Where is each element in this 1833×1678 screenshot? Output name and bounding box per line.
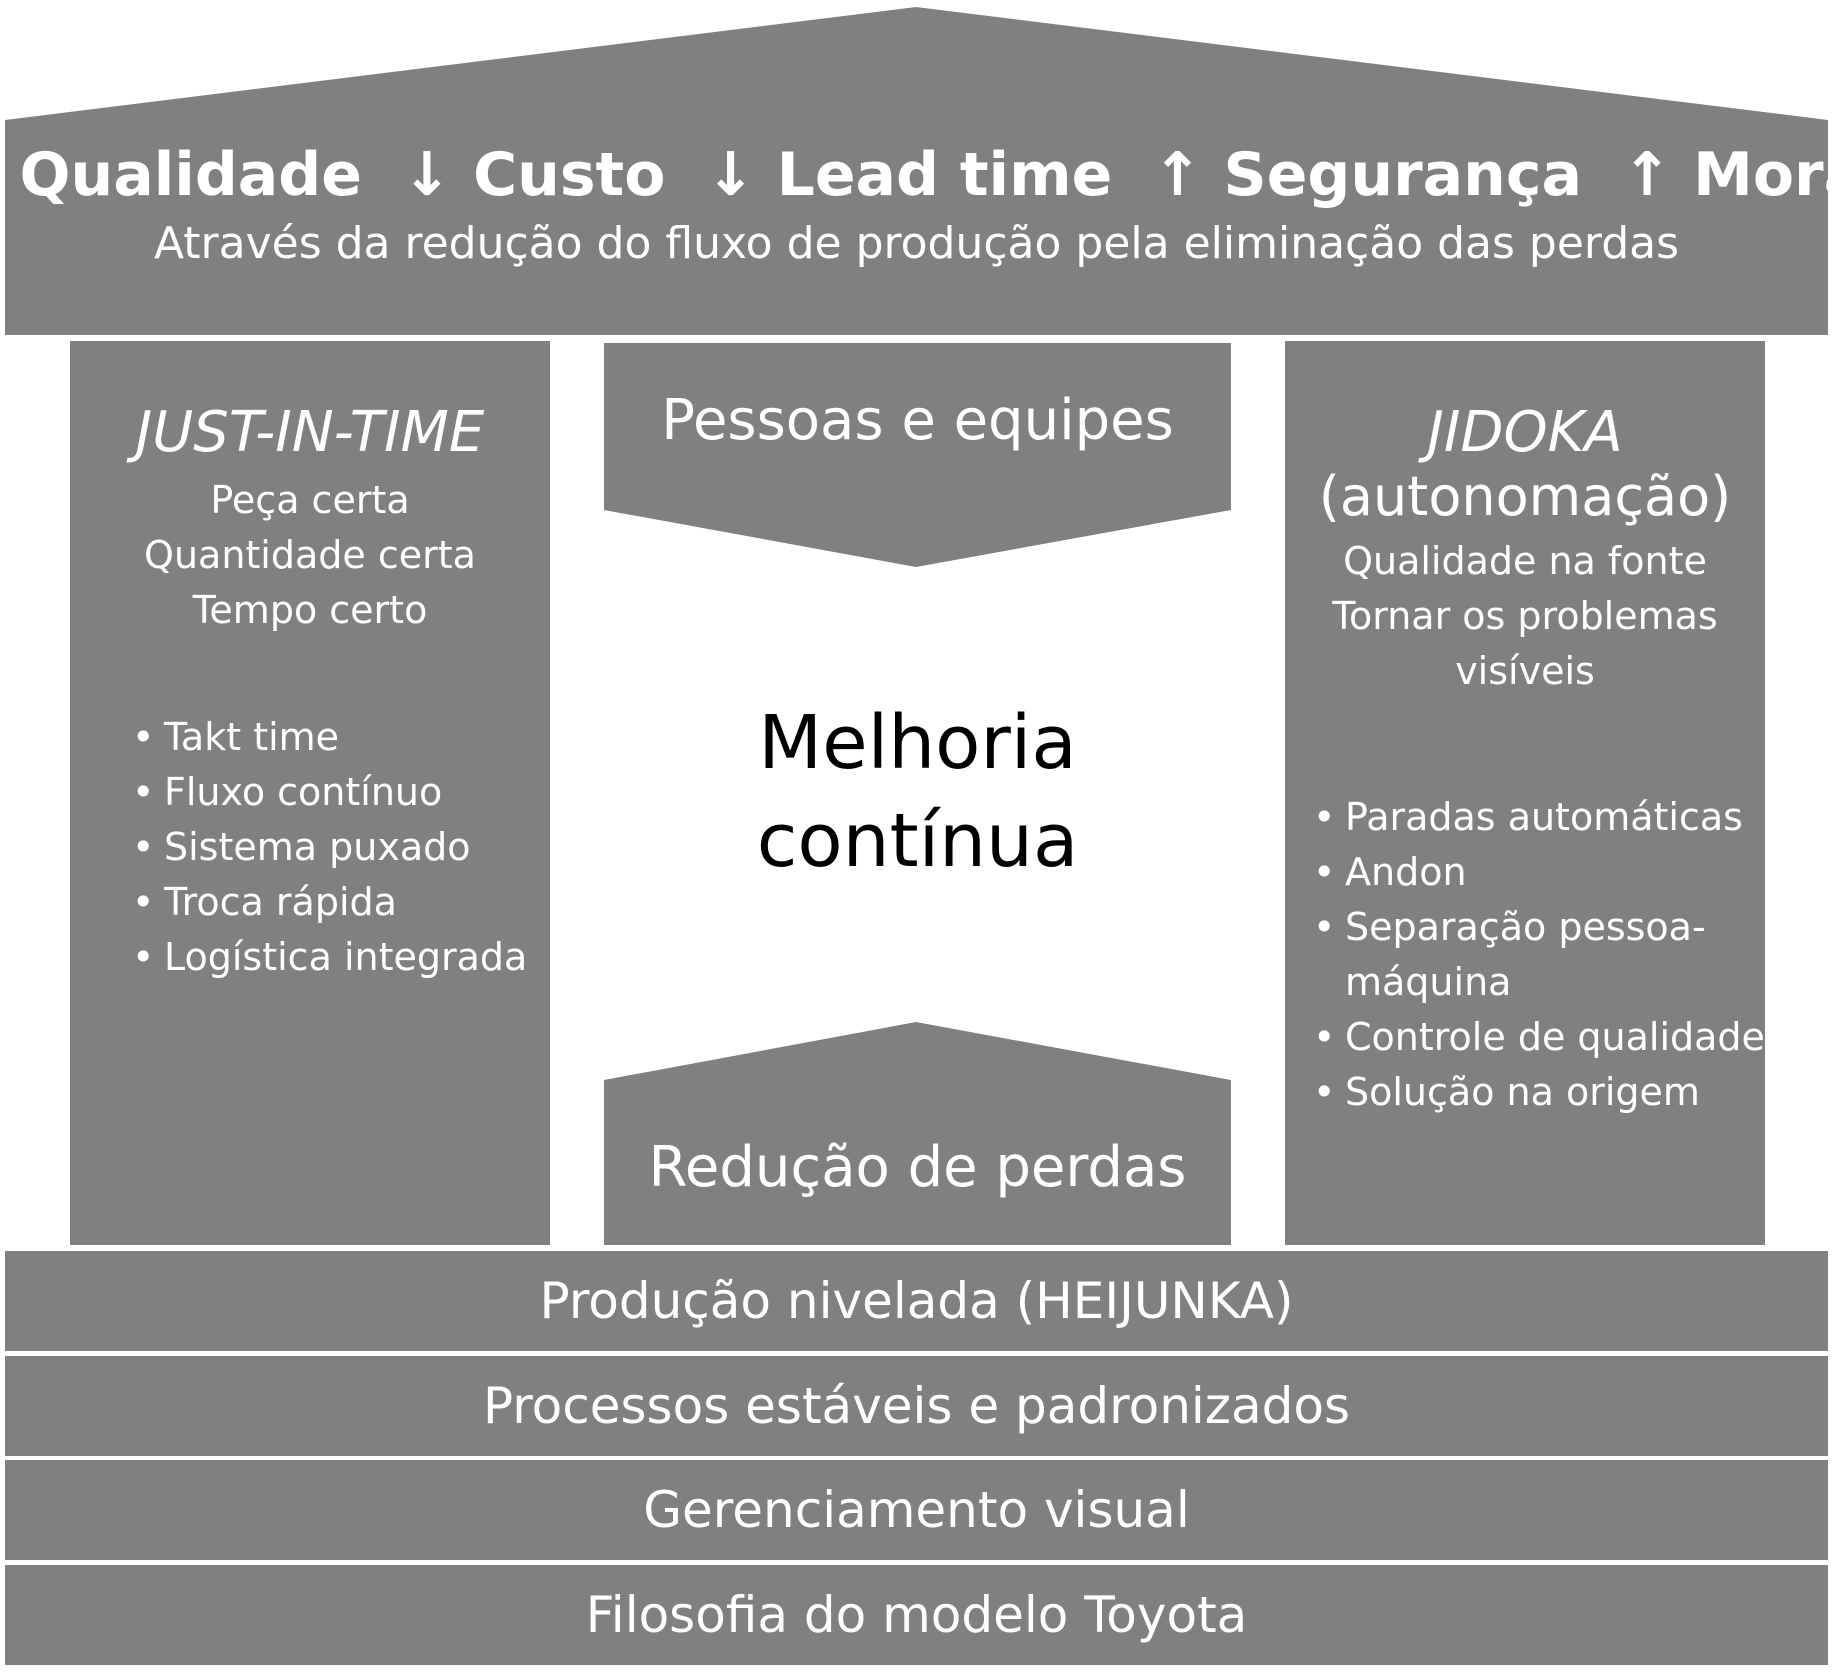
list-item: Separação pessoa- xyxy=(1313,900,1765,955)
roof-subtitle: Através da redução do fluxo de produção … xyxy=(153,218,1680,269)
list-item: Takt time xyxy=(132,710,527,765)
roof-goals: ↑ Qualidade ↓ Custo ↓ Lead time ↑ Segura… xyxy=(0,135,1833,215)
bottom-arrow-label: Redução de perdas xyxy=(648,1135,1187,1200)
left-pillar-line: Tempo certo xyxy=(192,588,428,632)
core-label-line: Melhoria xyxy=(758,700,1077,786)
foundation-block-2 xyxy=(5,1356,1828,1456)
roof-block xyxy=(5,7,1828,335)
foundation-visual-management: Gerenciamento visual xyxy=(643,1481,1190,1539)
right-pillar: JIDOKA (autonomação) Qualidade na fonte … xyxy=(1285,400,1765,699)
goal-cost: ↓ Custo xyxy=(401,140,666,210)
left-pillar-line: Quantidade certa xyxy=(144,533,476,577)
right-pillar-subtitle: (autonomação) xyxy=(1318,465,1732,528)
foundation-block-3 xyxy=(5,1460,1828,1560)
foundation-stable-processes: Processos estáveis e padronizados xyxy=(482,1377,1351,1435)
goal-quality: ↑ Qualidade xyxy=(19,140,362,210)
list-item: Andon xyxy=(1313,845,1765,900)
list-item: Logística integrada xyxy=(132,930,527,985)
foundation-block-1 xyxy=(5,1251,1828,1351)
core-label-line: contínua xyxy=(756,798,1079,884)
list-item: Fluxo contínuo xyxy=(132,765,527,820)
list-item: Troca rápida xyxy=(132,875,527,930)
foundation-toyota-philosophy: Filosofia do modelo Toyota xyxy=(585,1586,1248,1644)
top-arrow-block xyxy=(604,343,1231,567)
left-pillar: JUST-IN-TIME Peça certa Quantidade certa… xyxy=(70,400,550,638)
left-pillar-line: Peça certa xyxy=(210,478,410,522)
goal-lead-time: ↓ Lead time xyxy=(705,140,1113,210)
foundation-heijunka: Produção nivelada (HEIJUNKA) xyxy=(539,1272,1294,1330)
left-pillar-title: JUST-IN-TIME xyxy=(135,400,485,465)
list-item: máquina xyxy=(1345,960,1512,1004)
list-item: Controle de qualidade xyxy=(1313,1010,1765,1065)
goal-safety: ↑ Segurança xyxy=(1152,140,1582,210)
list-item: Solução na origem xyxy=(1313,1065,1765,1120)
foundation-block-4 xyxy=(5,1565,1828,1665)
list-item: Sistema puxado xyxy=(132,820,527,875)
right-pillar-title: JIDOKA xyxy=(1427,400,1623,465)
right-pillar-bullets: Paradas automáticas Andon Separação pess… xyxy=(1313,790,1765,1120)
list-item: Paradas automáticas xyxy=(1313,790,1765,845)
right-pillar-line: visíveis xyxy=(1455,649,1595,693)
goal-morale: ↑ Moral xyxy=(1621,140,1833,210)
left-pillar-bullets: Takt time Fluxo contínuo Sistema puxado … xyxy=(132,710,527,985)
right-pillar-line: Tornar os problemas xyxy=(1332,594,1718,638)
bottom-arrow-block xyxy=(604,1022,1231,1245)
top-arrow-label: Pessoas e equipes xyxy=(661,388,1174,453)
core-label: Melhoria contínua xyxy=(604,694,1231,890)
right-pillar-line: Qualidade na fonte xyxy=(1343,539,1707,583)
